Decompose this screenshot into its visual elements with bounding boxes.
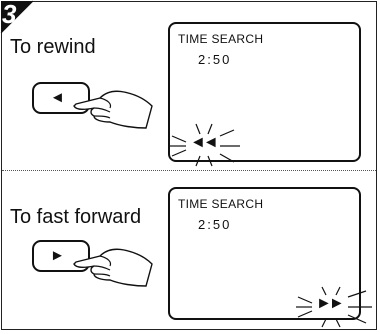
tv-screen-fast-forward: TIME SEARCH 2:50	[168, 187, 361, 320]
fast-forward-label: To fast forward	[10, 206, 142, 228]
flash-burst-icon	[296, 286, 372, 328]
section-divider	[2, 170, 376, 171]
screen-time: 2:50	[198, 52, 232, 67]
instruction-frame	[1, 1, 377, 330]
rewind-indicator: ◄◄	[168, 122, 248, 173]
forward-arrow-icon: ►	[50, 247, 65, 264]
pointing-hand-icon	[73, 90, 153, 129]
rewind-indicator-text: ◄◄	[190, 134, 219, 151]
step-badge: 3	[0, 0, 34, 34]
screen-title: TIME SEARCH	[178, 197, 264, 211]
screen-time: 2:50	[198, 217, 232, 232]
rewind-label: To rewind	[10, 36, 96, 58]
tv-screen-rewind: TIME SEARCH 2:50	[168, 22, 361, 162]
step-badge-shape	[0, 0, 34, 34]
pointing-hand-icon	[73, 248, 153, 287]
step-number: 3	[2, 0, 17, 29]
fast-forward-indicator-text: ►►	[316, 295, 345, 312]
screen-title: TIME SEARCH	[178, 32, 264, 46]
rewind-arrow-icon: ◄	[50, 89, 65, 106]
fast-forward-indicator: ►►	[296, 285, 374, 334]
flash-burst-icon	[170, 123, 240, 167]
